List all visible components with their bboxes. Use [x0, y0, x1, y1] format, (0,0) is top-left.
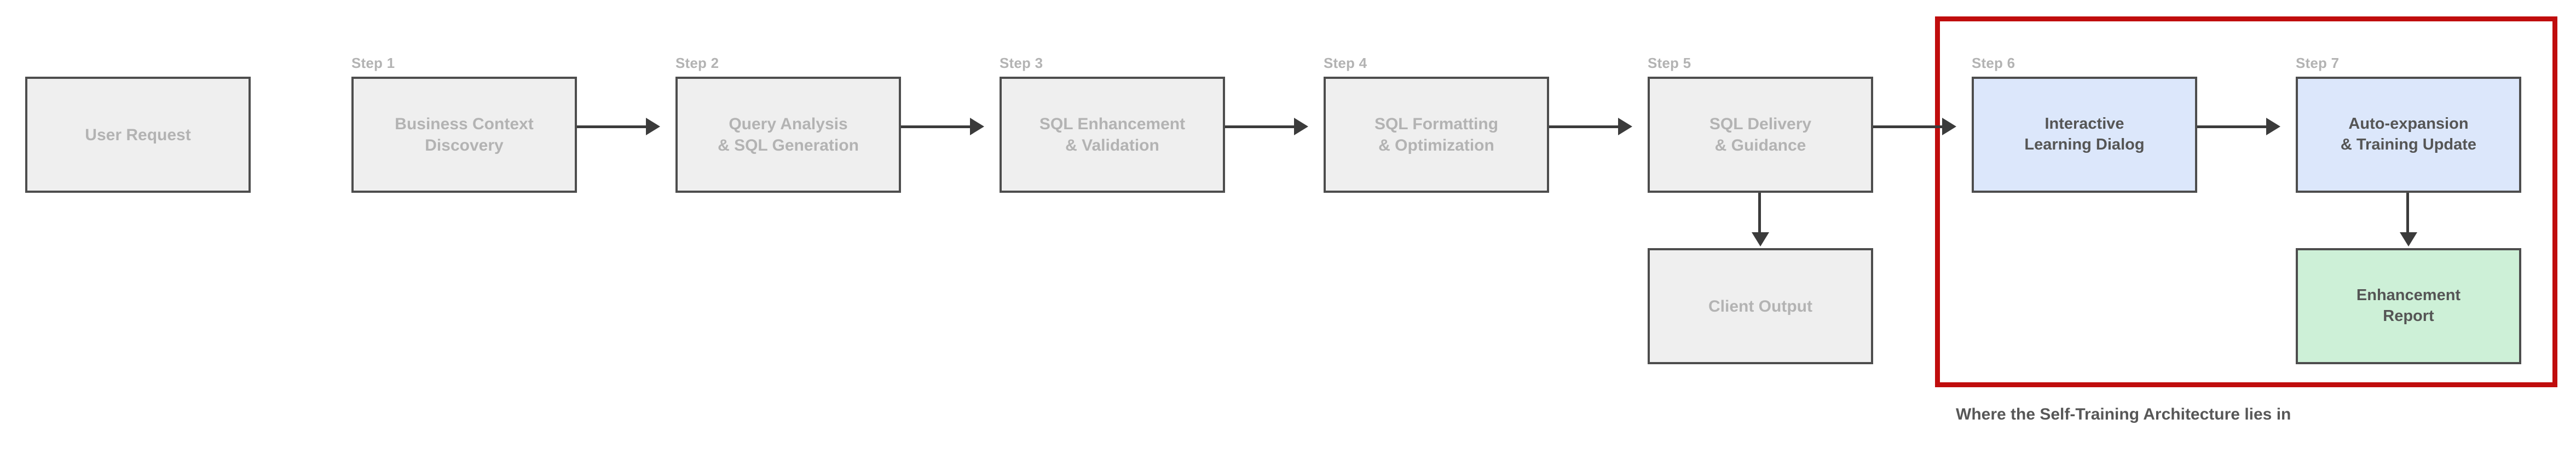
node-query-analysis-sql-generation[interactable]: Query Analysis & SQL Generation	[675, 77, 901, 193]
highlight-caption: Where the Self-Training Architecture lie…	[1956, 405, 2291, 423]
edge-sql-delivery-to-client-output	[1758, 192, 1761, 234]
arrowhead-to-sql-enhancement	[970, 118, 984, 135]
edge-sql-delivery-to-interactive-dialog	[1873, 125, 1945, 128]
step-label-2: Step 2	[675, 55, 719, 71]
node-label-auto-expansion-training-update: Auto-expansion & Training Update	[2340, 115, 2477, 153]
step-label-6: Step 6	[1972, 55, 2015, 71]
node-sql-enhancement-validation[interactable]: SQL Enhancement & Validation	[1000, 77, 1225, 193]
node-label-sql-formatting-optimization: SQL Formatting & Optimization	[1374, 115, 1499, 154]
arrowhead-to-enhancement-report	[2400, 232, 2417, 246]
edge-sql-enhancement-to-sql-formatting	[1225, 125, 1297, 128]
step-label-5: Step 5	[1648, 55, 1691, 71]
edge-interactive-dialog-to-auto-expansion	[2197, 125, 2269, 128]
arrowhead-to-sql-delivery	[1618, 118, 1632, 135]
edge-auto-expansion-to-enhancement-report	[2406, 192, 2409, 234]
node-label-interactive-learning-dialog: Interactive Learning Dialog	[2024, 115, 2145, 153]
node-user-request[interactable]: User Request	[25, 77, 251, 193]
step-label-3: Step 3	[1000, 55, 1043, 71]
node-label-enhancement-report: Enhancement Report	[2356, 286, 2461, 325]
node-label-business-context-discovery: Business Context Discovery	[395, 115, 534, 154]
node-auto-expansion-training-update[interactable]: Auto-expansion & Training Update	[2296, 77, 2521, 193]
arrowhead-to-sql-formatting	[1294, 118, 1308, 135]
node-label-client-output: Client Output	[1708, 297, 1812, 315]
edge-sql-formatting-to-sql-delivery	[1549, 125, 1621, 128]
node-label-query-analysis-sql-generation: Query Analysis & SQL Generation	[718, 115, 859, 154]
step-label-7: Step 7	[2296, 55, 2340, 71]
node-sql-formatting-optimization[interactable]: SQL Formatting & Optimization	[1324, 77, 1549, 193]
node-label-sql-delivery-guidance: SQL Delivery & Guidance	[1709, 115, 1812, 154]
arrowhead-to-client-output	[1752, 232, 1769, 246]
node-label-user-request: User Request	[85, 125, 191, 144]
step-label-4: Step 4	[1324, 55, 1367, 71]
node-label-sql-enhancement-validation: SQL Enhancement & Validation	[1039, 115, 1186, 154]
step-label-1: Step 1	[351, 55, 395, 71]
arrowhead-to-interactive-dialog	[1942, 118, 1956, 135]
arrowhead-to-query-analysis	[646, 118, 660, 135]
node-business-context-discovery[interactable]: Business Context Discovery	[351, 77, 577, 193]
self-training-highlight-region	[1935, 16, 2557, 387]
edge-query-analysis-to-sql-enhancement	[900, 125, 973, 128]
node-interactive-learning-dialog[interactable]: Interactive Learning Dialog	[1972, 77, 2197, 193]
node-client-output[interactable]: Client Output	[1648, 248, 1873, 364]
node-sql-delivery-guidance[interactable]: SQL Delivery & Guidance	[1648, 77, 1873, 193]
edge-business-context-to-query-analysis	[576, 125, 649, 128]
node-enhancement-report[interactable]: Enhancement Report	[2296, 248, 2521, 364]
arrowhead-to-auto-expansion	[2266, 118, 2280, 135]
